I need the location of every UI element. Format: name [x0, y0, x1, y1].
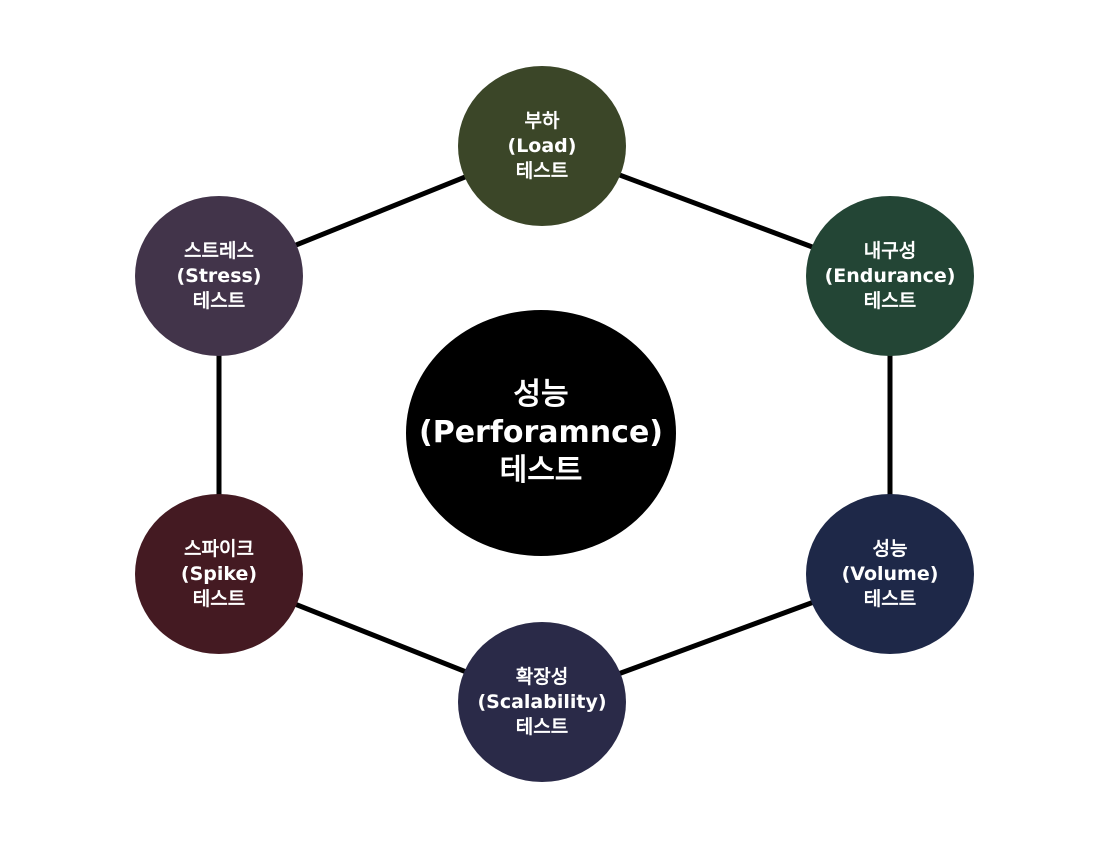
node-label-line: 내구성: [863, 239, 917, 262]
node-load-test: 부하 (Load) 테스트: [458, 66, 626, 226]
node-performance-test: 성능 (Perforamnce) 테스트: [406, 310, 676, 556]
node-label-line: (Load): [507, 134, 577, 157]
node-label-line: 테스트: [515, 159, 569, 182]
node-label-line: 테스트: [863, 289, 917, 312]
center-label-line: 테스트: [499, 453, 583, 488]
node-spike-test: 스파이크 (Spike) 테스트: [135, 494, 303, 654]
node-label-line: 테스트: [192, 289, 246, 312]
node-label-line: (Volume): [841, 562, 939, 585]
node-endurance-test: 내구성 (Endurance) 테스트: [806, 196, 974, 356]
node-label-line: 확장성: [515, 665, 569, 688]
node-label-line: 부하: [524, 109, 560, 132]
node-volume-test: 성능 (Volume) 테스트: [806, 494, 974, 654]
node-label-line: 테스트: [192, 587, 246, 610]
center-label-line: 성능: [513, 377, 569, 412]
node-scalability-test: 확장성 (Scalability) 테스트: [458, 622, 626, 782]
node-stress-test: 스트레스 (Stress) 테스트: [135, 196, 303, 356]
node-label-line: 테스트: [863, 587, 917, 610]
node-label-line: (Spike): [180, 562, 258, 585]
node-label-line: 테스트: [515, 715, 569, 738]
node-label-line: (Stress): [176, 264, 262, 287]
node-label-line: 성능: [872, 537, 908, 560]
node-label-line: 스파이크: [184, 537, 254, 560]
node-label-line: 스트레스: [184, 239, 254, 262]
node-label-line: (Endurance): [824, 264, 956, 287]
center-label-line: (Perforamnce): [419, 415, 663, 450]
node-label-line: (Scalability): [477, 690, 607, 713]
